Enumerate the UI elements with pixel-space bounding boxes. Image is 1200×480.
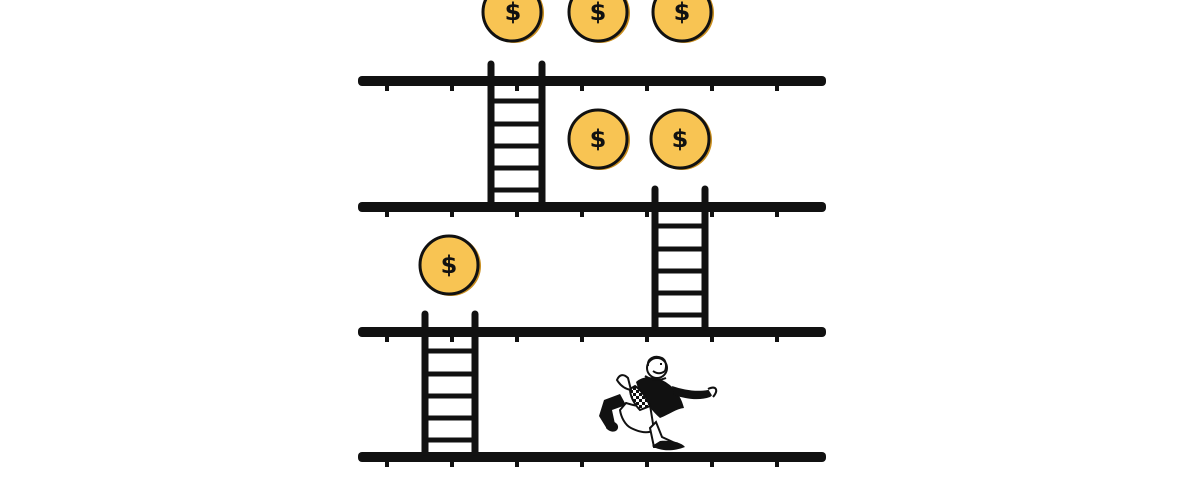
- ladder-bottom: [421, 310, 479, 456]
- dollar-sign-icon: $: [590, 0, 607, 26]
- dollar-sign-icon: $: [590, 125, 607, 153]
- coin-top-middle[interactable]: $: [567, 0, 630, 43]
- coins: $ $ $ $ $: [418, 0, 714, 296]
- dollar-sign-icon: $: [672, 125, 689, 153]
- dollar-sign-icon: $: [505, 0, 522, 26]
- coin-top-left[interactable]: $: [481, 0, 544, 43]
- platform-second: [358, 202, 826, 217]
- platform-bottom: [358, 452, 826, 467]
- ladder-middle: [651, 185, 709, 331]
- coin-third-left[interactable]: $: [418, 234, 481, 296]
- running-businessman-icon[interactable]: [599, 355, 718, 451]
- dollar-sign-icon: $: [674, 0, 691, 26]
- coin-second-right[interactable]: $: [649, 108, 712, 170]
- coin-top-right[interactable]: $: [651, 0, 714, 43]
- ladder-top: [487, 60, 546, 206]
- dollar-sign-icon: $: [441, 251, 458, 279]
- coin-second-left[interactable]: $: [567, 108, 630, 170]
- ladders: [421, 60, 709, 456]
- platform-top: [358, 76, 826, 91]
